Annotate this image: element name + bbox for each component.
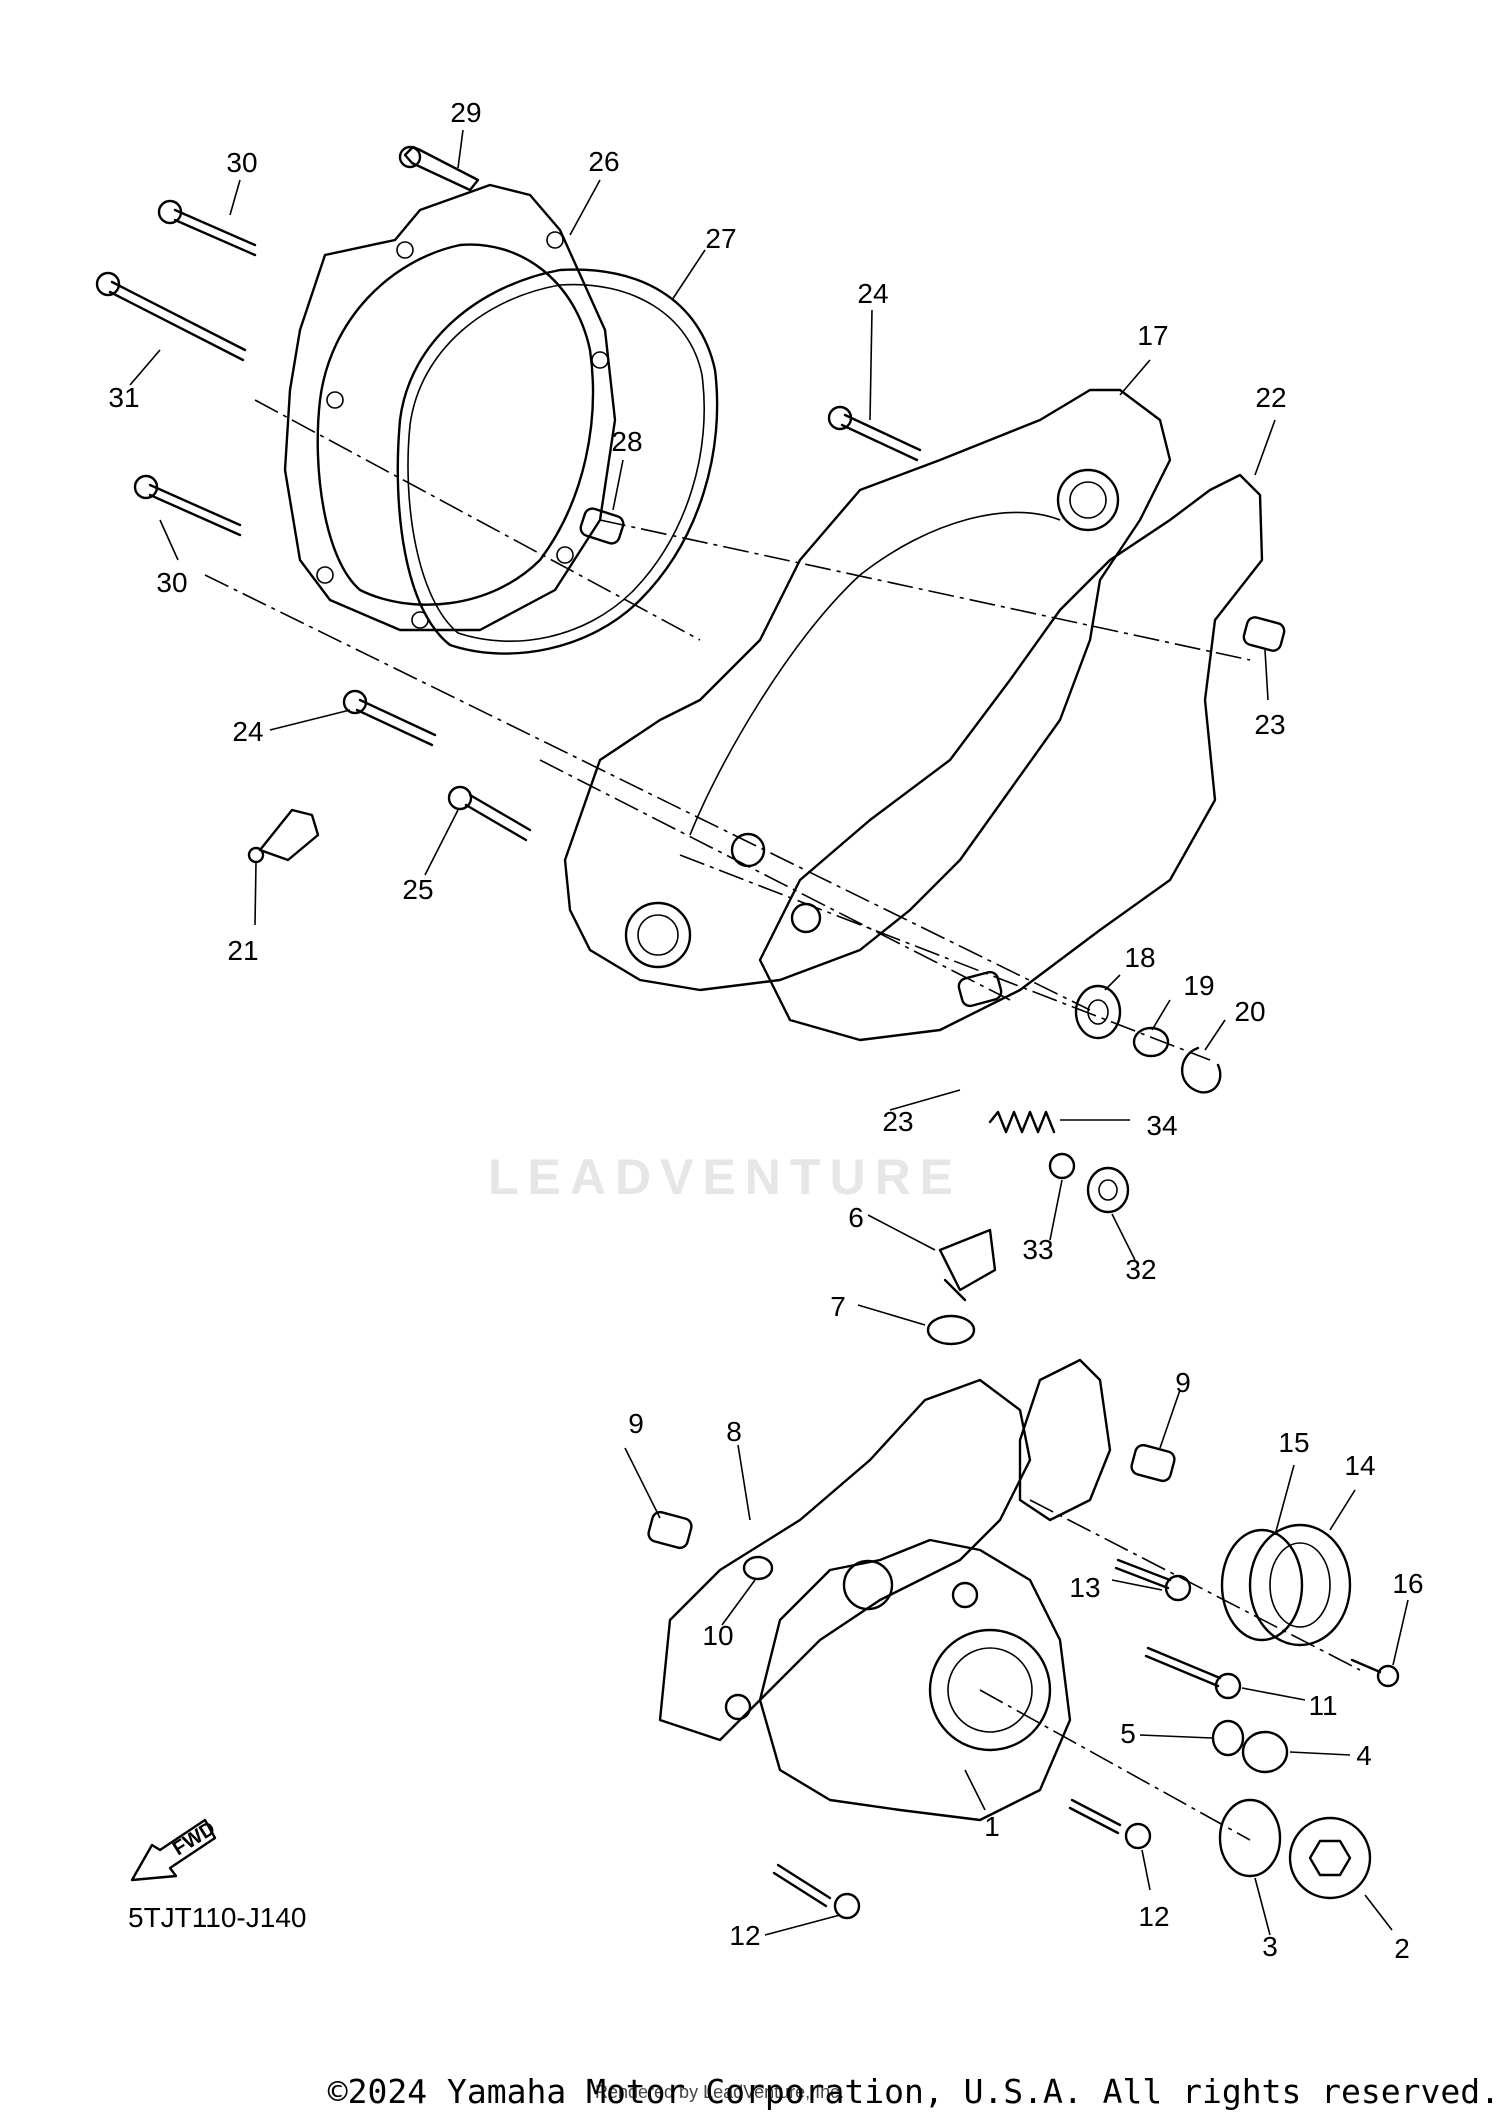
callout-3: 3 xyxy=(1262,1931,1278,1962)
dowel-28 xyxy=(579,507,625,545)
callout-24-upper: 24 xyxy=(857,278,888,309)
callout-9-right: 9 xyxy=(1175,1367,1191,1398)
bolt-24-upper xyxy=(827,405,922,462)
bolt-12-left xyxy=(772,1863,861,1920)
plug-2 xyxy=(1288,1816,1372,1900)
leader-lines xyxy=(129,129,1409,1936)
copyright-notice: ©2024 Yamaha Motor Corporation, U.S.A. A… xyxy=(327,2072,1500,2111)
washer-19 xyxy=(1132,1026,1170,1058)
callout-10: 10 xyxy=(702,1620,733,1651)
callout-21: 21 xyxy=(227,935,258,966)
o-ring-3 xyxy=(1218,1798,1282,1878)
callout-12-left: 12 xyxy=(729,1920,760,1951)
o-ring-10 xyxy=(742,1555,774,1581)
callout-22: 22 xyxy=(1255,382,1286,413)
dowel-23-lower xyxy=(957,970,1003,1008)
callout-7: 7 xyxy=(830,1291,846,1322)
callout-5: 5 xyxy=(1120,1718,1136,1749)
callout-1: 1 xyxy=(984,1811,1000,1842)
dowel-9-left xyxy=(647,1510,693,1550)
callout-18: 18 xyxy=(1124,942,1155,973)
callout-23-lower: 23 xyxy=(882,1106,913,1137)
bolt-30-lower xyxy=(133,474,242,537)
gasket-22 xyxy=(758,473,1264,1042)
callout-6: 6 xyxy=(848,1202,864,1233)
callout-25: 25 xyxy=(402,874,433,905)
dowel-23-right xyxy=(1242,616,1286,652)
crankcase-cover-17 xyxy=(563,388,1172,992)
gasket-8 xyxy=(658,1378,1032,1742)
cap-14 xyxy=(1248,1523,1352,1647)
bolt-13 xyxy=(1114,1558,1192,1602)
callout-32: 32 xyxy=(1125,1254,1156,1285)
bolt-30-upper xyxy=(157,199,257,257)
callout-30-lower: 30 xyxy=(156,567,187,598)
collar-32 xyxy=(1086,1166,1130,1214)
circlip-20 xyxy=(1181,1046,1222,1094)
callout-16: 16 xyxy=(1392,1568,1423,1599)
callout-12-right: 12 xyxy=(1138,1901,1169,1932)
callout-17: 17 xyxy=(1137,320,1168,351)
callout-28: 28 xyxy=(611,426,642,457)
fwd-arrow-icon xyxy=(130,1818,217,1882)
bolt-16 xyxy=(1350,1658,1400,1688)
plug-4 xyxy=(1241,1730,1289,1774)
callout-11: 11 xyxy=(1308,1690,1337,1721)
o-ring-7 xyxy=(926,1314,976,1346)
callout-34: 34 xyxy=(1146,1110,1177,1141)
callout-13: 13 xyxy=(1069,1572,1100,1603)
callout-27: 27 xyxy=(705,223,736,254)
callout-30-upper: 30 xyxy=(226,147,257,178)
bolt-12-right xyxy=(1068,1798,1152,1850)
oil-filler-plug-6 xyxy=(938,1228,997,1302)
callout-4: 4 xyxy=(1356,1740,1372,1771)
callout-24-lower: 24 xyxy=(232,716,263,747)
gasket-27 xyxy=(396,268,719,655)
callout-14: 14 xyxy=(1344,1450,1375,1481)
spring-34 xyxy=(988,1110,1056,1134)
callout-31: 31 xyxy=(108,382,139,413)
rendered-by: Rendered by LeadVenture, Inc. xyxy=(595,2082,845,2102)
bolt-24-lower xyxy=(342,689,437,747)
callout-20: 20 xyxy=(1234,996,1265,1027)
ball-33 xyxy=(1048,1152,1076,1180)
elbow-fitting-21 xyxy=(247,808,320,864)
washer-5 xyxy=(1211,1719,1245,1757)
o-ring-15 xyxy=(1220,1528,1304,1642)
bolt-29 xyxy=(398,145,480,192)
clutch-cover-26 xyxy=(283,183,617,632)
part-code: 5TJT110-J140 xyxy=(128,1902,307,1933)
callout-9-left: 9 xyxy=(628,1408,644,1439)
callout-29: 29 xyxy=(450,97,481,128)
bolt-31 xyxy=(95,271,247,362)
callout-23-right: 23 xyxy=(1254,709,1285,740)
callout-15: 15 xyxy=(1278,1427,1309,1458)
dowel-9-right xyxy=(1130,1443,1176,1483)
callout-33: 33 xyxy=(1022,1234,1053,1265)
callout-2: 2 xyxy=(1394,1933,1410,1964)
callout-26: 26 xyxy=(588,146,619,177)
bearing-18 xyxy=(1074,984,1122,1040)
fwd-label: FWD xyxy=(169,1817,219,1860)
callout-19: 19 xyxy=(1183,970,1214,1001)
callout-labels: 29 30 26 27 31 30 28 24 17 22 23 24 21 2… xyxy=(108,97,1423,1964)
crankcase-cover-1 xyxy=(724,1358,1112,1822)
bolt-25 xyxy=(447,785,532,842)
watermark: LEADVENTURE xyxy=(488,1149,963,1205)
bolt-11 xyxy=(1144,1646,1242,1700)
callout-8: 8 xyxy=(726,1416,742,1447)
